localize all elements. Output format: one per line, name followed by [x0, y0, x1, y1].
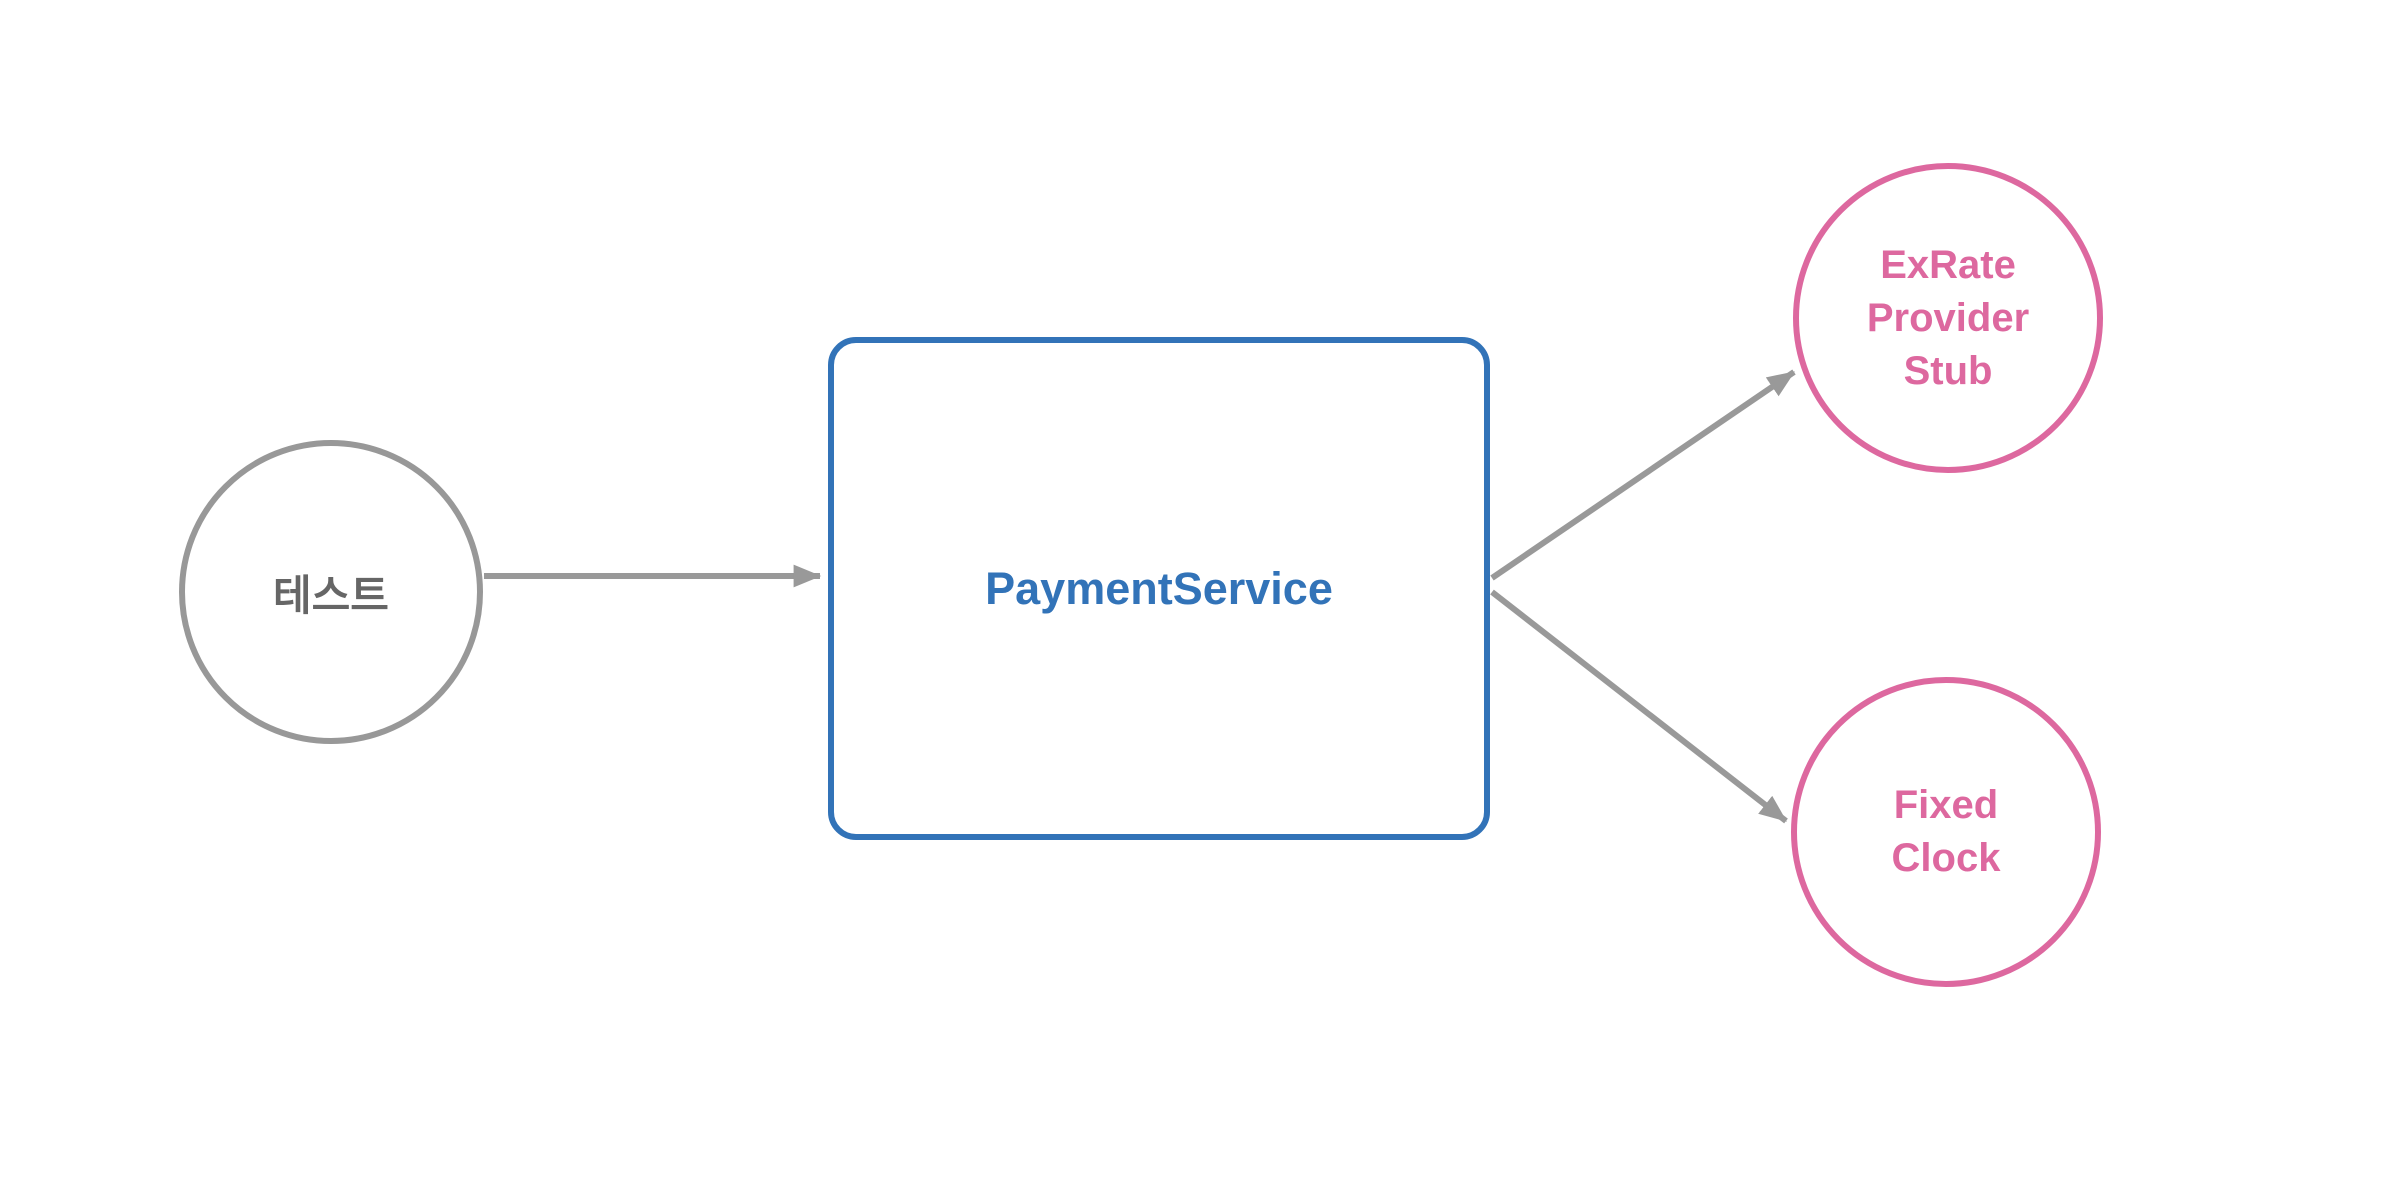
node-exrate-label-line3: Stub: [1903, 348, 1993, 393]
node-test-circle[interactable]: 테스트: [179, 440, 483, 744]
edge-payment-to-clock: [1490, 589, 1788, 824]
node-exrate-label-line2: Provider: [1866, 295, 2030, 340]
node-exrate-provider-stub-circle[interactable]: ExRate Provider Stub: [1793, 163, 2103, 473]
node-payment-service-label: PaymentService: [985, 562, 1333, 614]
node-exrate-label-line1: ExRate: [1880, 242, 2016, 287]
node-clock-label-line2: Clock: [1891, 836, 2001, 880]
node-clock-label-line1: Fixed: [1893, 783, 1999, 827]
edge-payment-to-exrate: [1490, 369, 1796, 581]
node-test-label: 테스트: [273, 571, 389, 619]
node-payment-service-box[interactable]: PaymentService: [828, 337, 1490, 840]
node-fixed-clock-circle[interactable]: Fixed Clock: [1791, 677, 2101, 987]
